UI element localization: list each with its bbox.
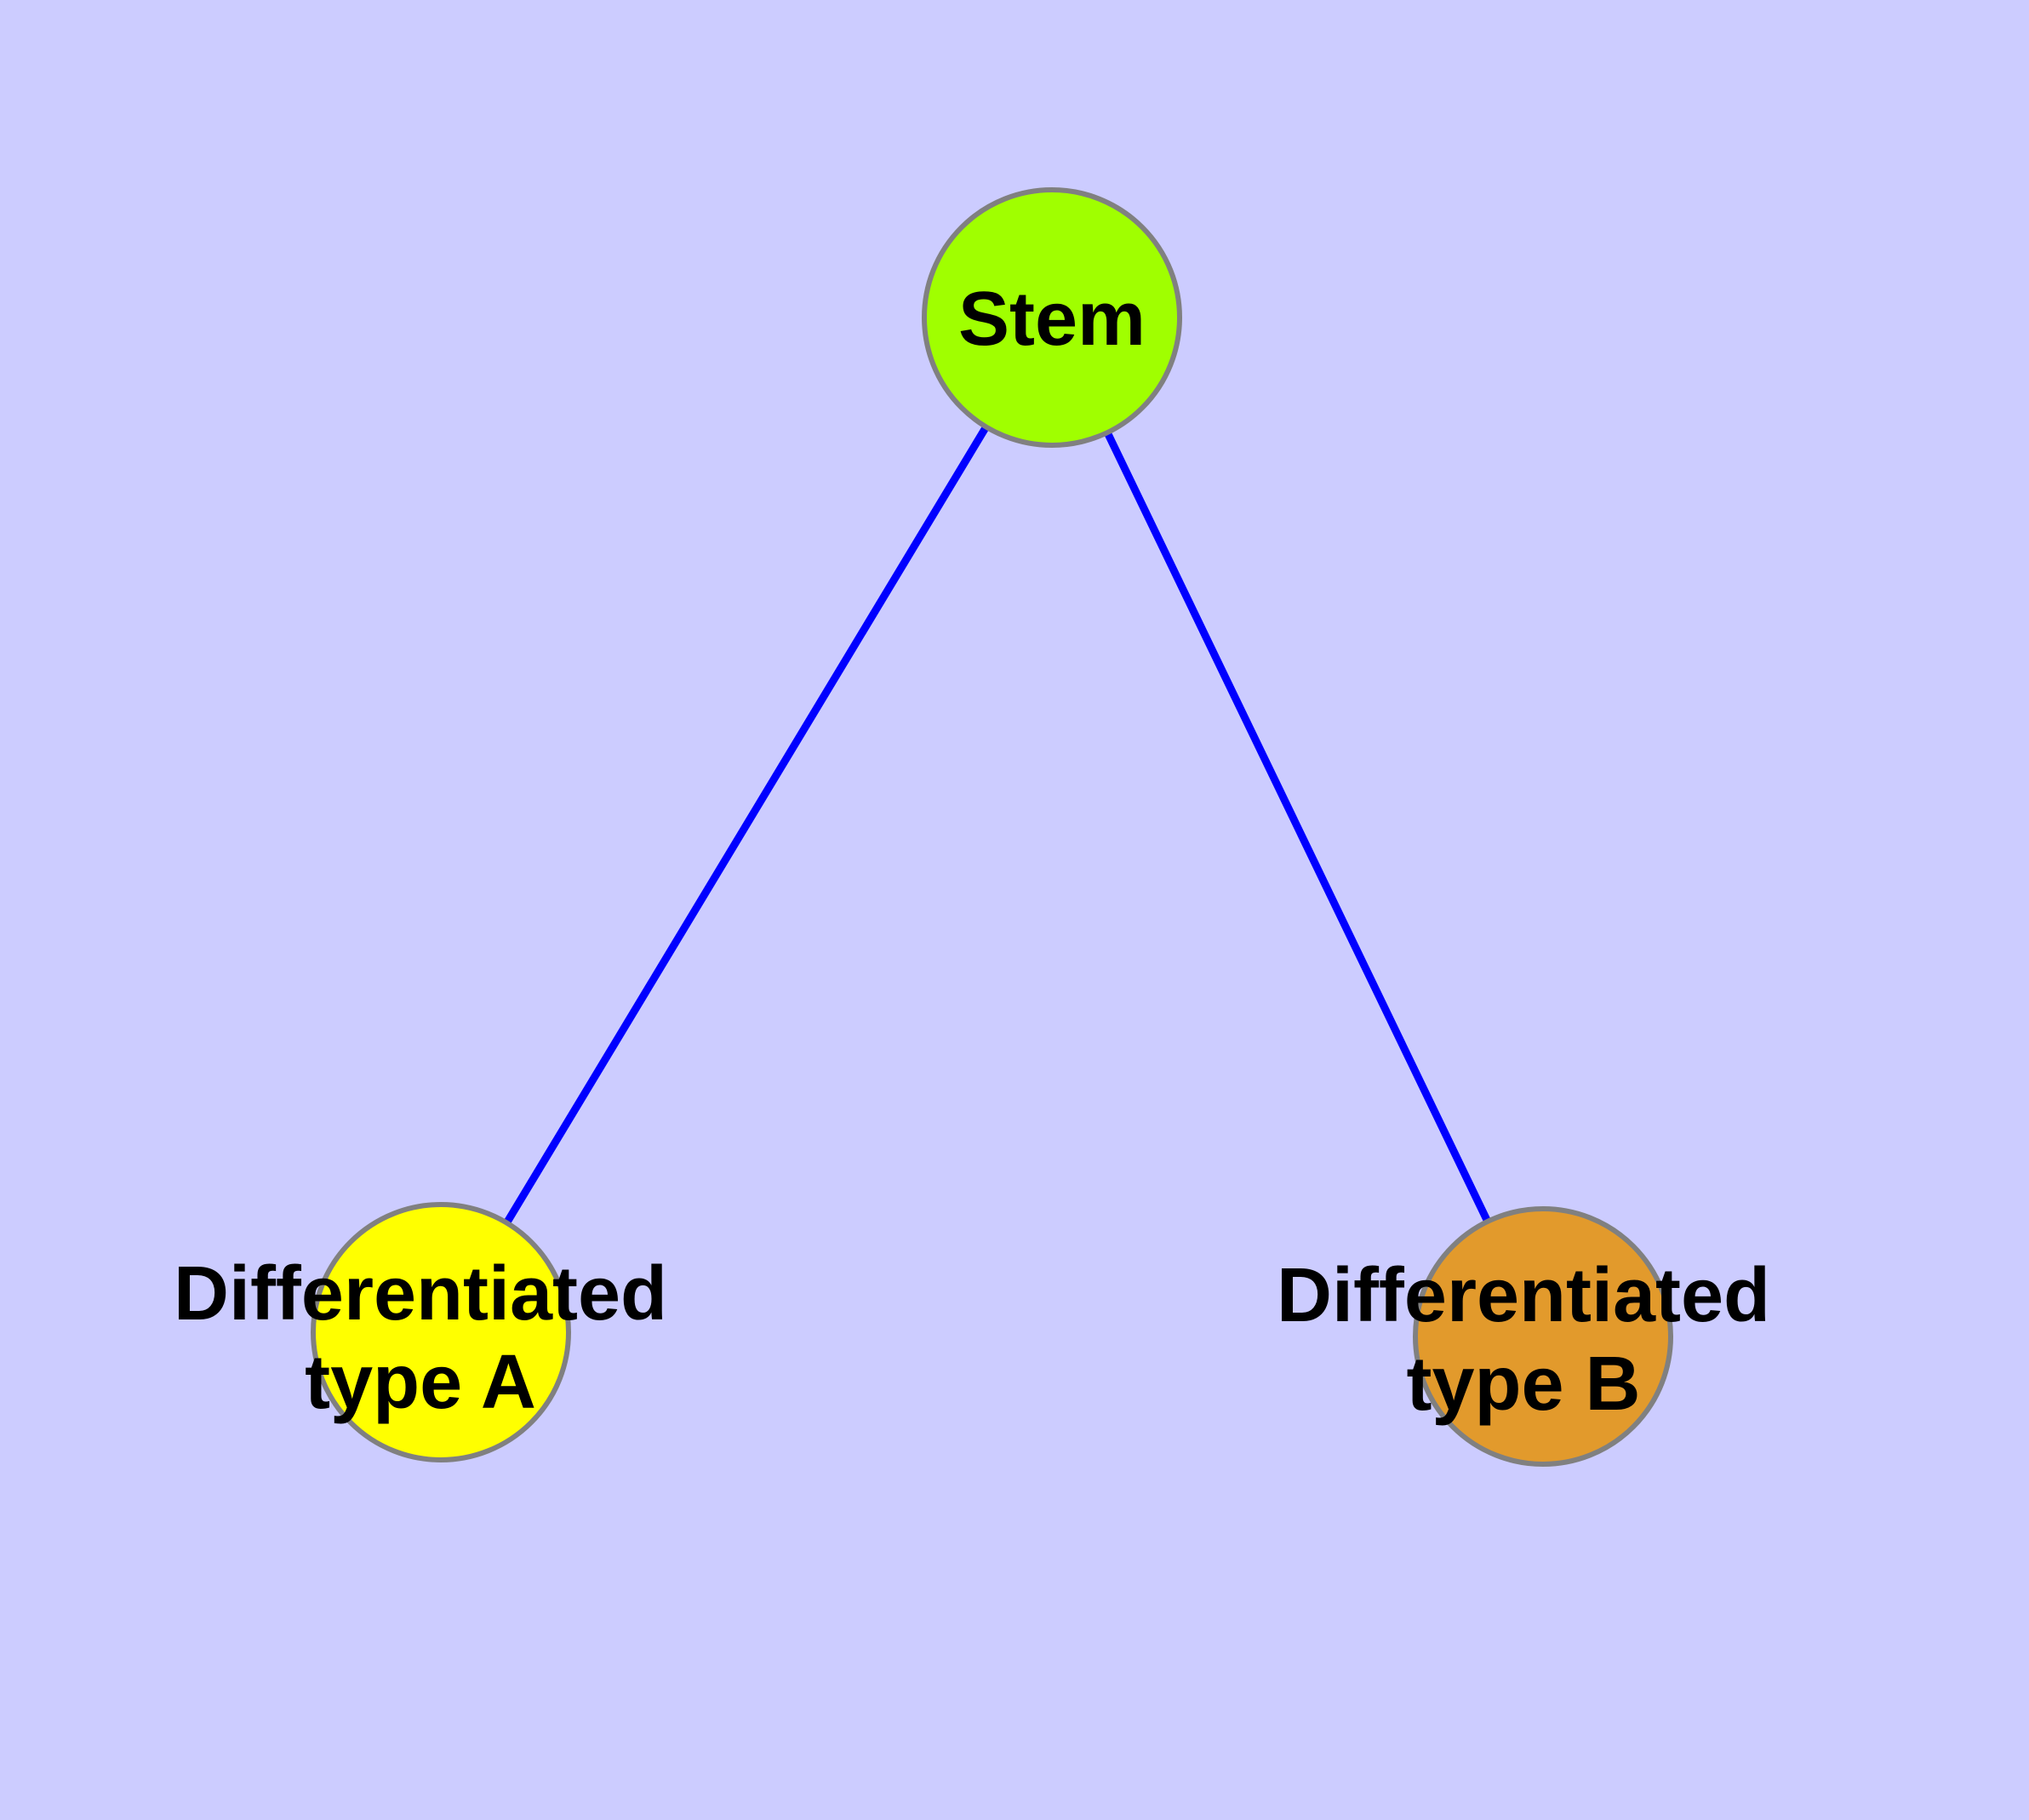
node-label-line: Differentiated [174, 1251, 667, 1336]
node-differentiated-type-b[interactable] [1413, 1206, 1673, 1467]
edge-stem-to-differentiated-type-b[interactable] [1048, 316, 1547, 1338]
node-label-line: type B [1406, 1342, 1640, 1427]
node-differentiated-type-a[interactable] [311, 1202, 571, 1462]
nodes-group [311, 187, 1673, 1467]
edges-group [437, 315, 1547, 1338]
node-label-stem: Stem [958, 277, 1146, 362]
node-stem[interactable] [922, 187, 1182, 448]
node-label-line: Differentiated [1277, 1253, 1770, 1338]
node-label-line: Stem [958, 277, 1146, 362]
edge-stem-to-differentiated-type-a[interactable] [437, 315, 1055, 1335]
node-label-line: type A [305, 1340, 536, 1425]
